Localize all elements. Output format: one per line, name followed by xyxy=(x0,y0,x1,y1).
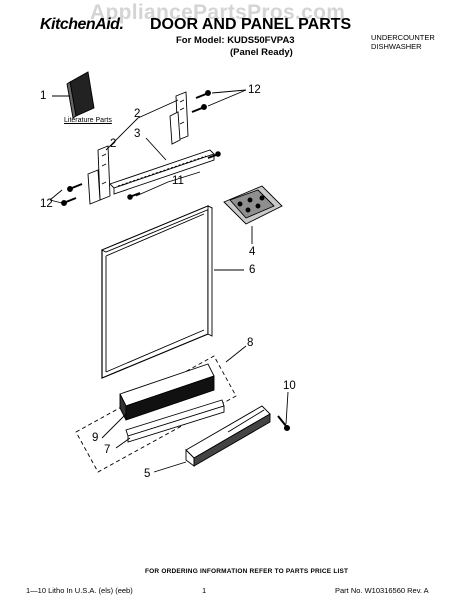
leader-3 xyxy=(145,137,167,161)
hardware-bag xyxy=(223,185,283,225)
foam-strip xyxy=(119,363,215,421)
door-top-rail xyxy=(109,149,215,195)
leader-12-c xyxy=(49,189,63,201)
leader-9 xyxy=(101,413,127,439)
category-line-2: DISHWASHER xyxy=(371,42,422,51)
callout-11: 11 xyxy=(172,175,184,187)
toe-panel xyxy=(185,405,271,467)
callout-7: 7 xyxy=(104,444,111,456)
callout-9: 9 xyxy=(92,432,99,444)
leader-11-b xyxy=(167,171,201,183)
callout-1: 1 xyxy=(40,90,47,102)
screw-upper-right-b xyxy=(191,104,207,113)
footer-part-number: Part No. W10316560 Rev. A xyxy=(335,586,429,595)
callout-6: 6 xyxy=(249,264,256,276)
literature-parts-label: Literature Parts xyxy=(64,117,112,124)
callout-10: 10 xyxy=(283,380,296,392)
hinge-bracket-left xyxy=(87,145,111,205)
leader-7 xyxy=(115,437,131,449)
screw-rail-a xyxy=(127,192,141,200)
screw-rail-b xyxy=(207,151,221,159)
hinge-bracket-right xyxy=(169,91,189,145)
callout-4: 4 xyxy=(249,246,256,258)
screw-upper-right-a xyxy=(195,90,211,99)
callout-3: 3 xyxy=(134,128,141,140)
literature-booklet xyxy=(66,71,95,119)
watermark: AppliancePartsPros.com xyxy=(90,1,346,24)
callout-8: 8 xyxy=(247,337,254,349)
leader-5 xyxy=(153,461,187,473)
leader-12-a xyxy=(211,89,247,94)
ordering-note: FOR ORDERING INFORMATION REFER TO PARTS … xyxy=(145,568,349,575)
callout-5: 5 xyxy=(144,468,151,480)
leader-2-a xyxy=(105,117,139,151)
leader-11-a xyxy=(135,181,169,197)
callout-12-lower: 12 xyxy=(40,198,53,210)
callout-2-lower: 2 xyxy=(110,138,117,150)
product-category: UNDERCOUNTER DISHWASHER xyxy=(371,33,435,51)
model-line: For Model: KUDS50FVPA3 xyxy=(176,35,295,46)
brand-logo: KitchenAid. xyxy=(40,16,124,33)
callout-2-upper: 2 xyxy=(134,108,141,120)
category-line-1: UNDERCOUNTER xyxy=(371,33,435,42)
leader-2-b xyxy=(137,99,179,119)
footer-litho: 1—10 Litho In U.S.A. (els) (eeb) xyxy=(26,586,133,595)
leader-12-b xyxy=(207,89,247,107)
screw-left-a xyxy=(67,183,83,192)
toe-bracket xyxy=(125,399,225,443)
toe-panel-screw xyxy=(277,415,291,432)
callout-12-upper: 12 xyxy=(248,84,261,96)
panel-ready-note: (Panel Ready) xyxy=(230,47,293,58)
page-title: DOOR AND PANEL PARTS xyxy=(150,16,352,33)
inner-door-panel xyxy=(100,205,214,379)
leader-12-d xyxy=(49,199,63,204)
screw-left-b xyxy=(61,197,77,206)
footer-page-number: 1 xyxy=(202,586,207,595)
leader-10 xyxy=(285,391,289,425)
leader-8 xyxy=(225,345,247,363)
